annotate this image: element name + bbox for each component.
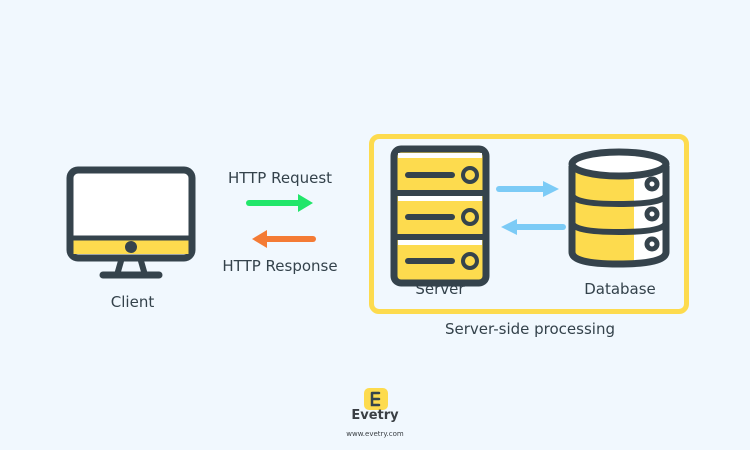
evetry-logo-icon — [364, 388, 388, 410]
database-icon — [568, 148, 670, 268]
database-label: Database — [584, 280, 656, 298]
server-label: Server — [415, 280, 465, 298]
request-arrow — [246, 194, 313, 212]
http-request-label: HTTP Request — [227, 169, 333, 187]
server-side-group — [369, 134, 689, 314]
http-response-label: HTTP Response — [222, 257, 338, 275]
db-to-server-arrow — [501, 219, 566, 235]
response-arrow — [252, 230, 316, 248]
server-to-db-arrow — [496, 181, 559, 197]
server-rack-icon — [390, 145, 490, 287]
monitor-icon — [66, 166, 196, 279]
group-label: Server-side processing — [445, 320, 615, 338]
client-label: Client — [110, 293, 155, 311]
brand-name: Evetry — [351, 408, 399, 423]
brand-url[interactable]: www.evetry.com — [346, 430, 404, 438]
